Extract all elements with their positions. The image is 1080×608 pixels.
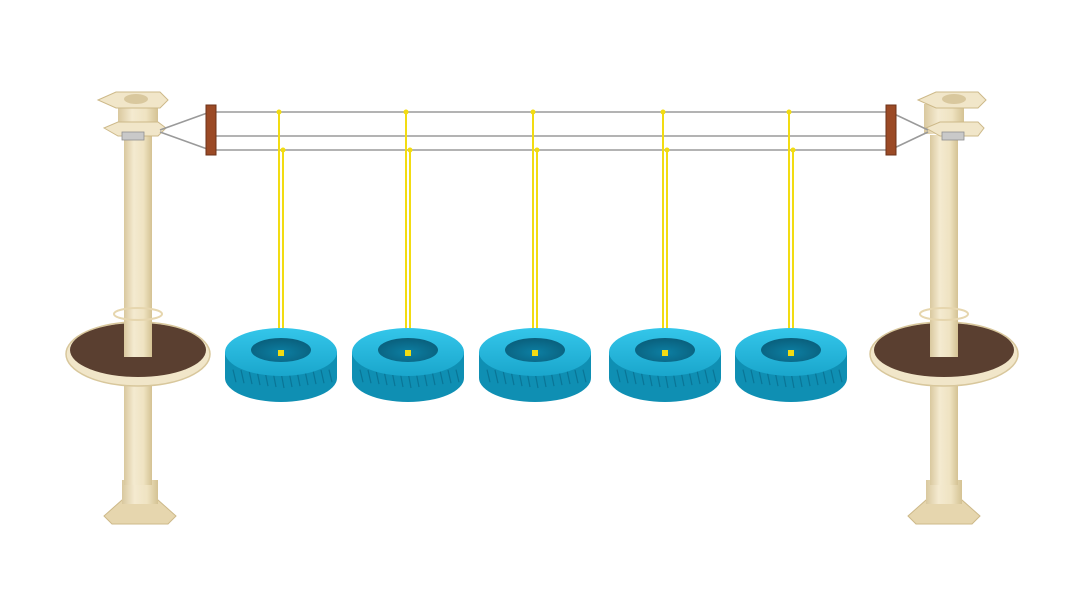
tire-assembly: [352, 109, 464, 402]
tire-assembly: [225, 109, 337, 402]
cables: [159, 111, 929, 151]
rope-knot: [662, 350, 668, 356]
tread-mark: [838, 369, 843, 383]
tread-mark: [750, 369, 755, 384]
tread-mark: [566, 370, 571, 385]
left-wood-spreader: [205, 104, 217, 156]
tread-mark: [439, 370, 444, 385]
right-post-upper-column: [930, 135, 958, 357]
left-post-lower-column: [124, 385, 152, 485]
tread-mark: [248, 370, 253, 385]
rope-clip: [786, 109, 792, 115]
rope-knot: [788, 350, 794, 356]
tread-mark: [367, 369, 372, 384]
tire-assembly: [479, 109, 591, 402]
tread-mark: [486, 369, 491, 383]
rope-clip: [790, 147, 796, 153]
rope-clip: [280, 147, 286, 153]
left-post-upper-column: [124, 135, 152, 357]
rope-clip: [407, 147, 413, 153]
tread-mark: [582, 369, 587, 383]
tread-mark: [758, 370, 763, 385]
tread-mark: [312, 370, 317, 385]
tread-mark: [240, 369, 245, 384]
tread-mark: [704, 369, 709, 384]
right-post: [869, 91, 1019, 525]
tread-mark: [696, 370, 701, 385]
tread-mark: [375, 370, 380, 385]
rope-clip: [664, 147, 670, 153]
tread-mark: [494, 369, 499, 384]
tread-mark: [574, 369, 579, 384]
tire-assembly: [735, 109, 847, 402]
tread-mark: [232, 369, 237, 383]
tread-mark: [742, 369, 747, 383]
rope-clip: [660, 109, 666, 115]
tread-mark: [328, 369, 333, 383]
tread-mark: [455, 369, 460, 383]
rope-clip: [530, 109, 536, 115]
rope-knot: [532, 350, 538, 356]
tread-mark: [822, 370, 827, 385]
tread-mark: [502, 370, 507, 385]
rope-clip: [403, 109, 409, 115]
tread-mark: [830, 369, 835, 384]
tread-mark: [320, 369, 325, 384]
tread-mark: [632, 370, 637, 385]
tread-mark: [359, 369, 364, 383]
rope-clip: [276, 109, 282, 115]
tread-mark: [624, 369, 629, 384]
rope-clip: [534, 147, 540, 153]
tread-mark: [447, 369, 452, 384]
left-post: [65, 91, 211, 525]
tires-group: [225, 109, 847, 402]
tire-assembly: [609, 109, 721, 402]
rope-knot: [278, 350, 284, 356]
right-wood-spreader: [885, 104, 897, 156]
tread-mark: [712, 369, 717, 383]
right-post-lower-column: [930, 385, 958, 485]
tread-mark: [616, 369, 621, 383]
rope-knot: [405, 350, 411, 356]
